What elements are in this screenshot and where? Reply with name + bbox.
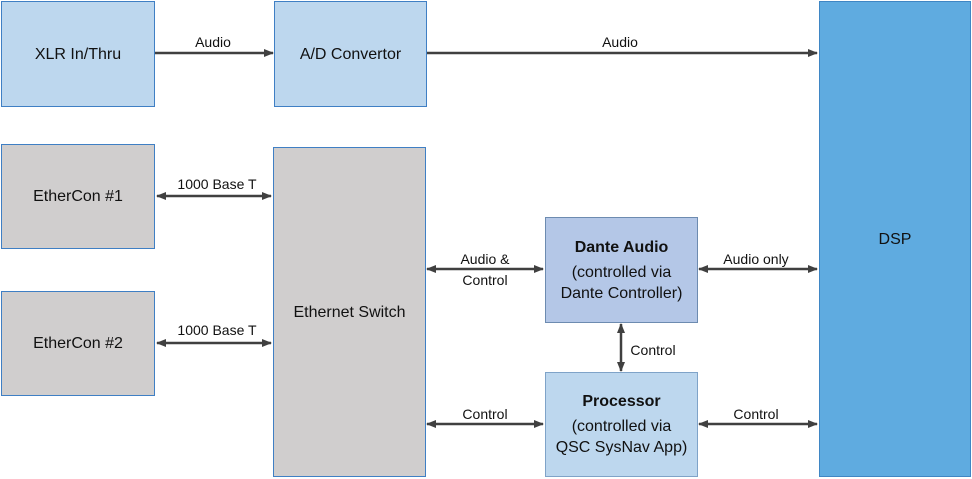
processor-block: Processor (controlled via QSC SysNav App… (545, 372, 698, 477)
link-label-adc-dsp: Audio (602, 34, 638, 50)
processor-title: Processor (582, 393, 661, 410)
ethercon-1-block: EtherCon #1 (1, 144, 155, 249)
dante-subtitle-line2: Dante Controller) (560, 284, 683, 302)
link-label-processor-dsp: Control (733, 406, 779, 422)
ethercon-2-label: EtherCon #2 (33, 335, 123, 352)
link-label-xlr-adc: Audio (195, 34, 231, 50)
link-label-switch-processor: Control (462, 406, 508, 422)
link-label-switch-dante-line1: Audio & (460, 251, 510, 267)
dsp-label: DSP (878, 230, 912, 248)
ethernet-switch-block: Ethernet Switch (273, 147, 426, 477)
dante-title: Dante Audio (574, 238, 669, 256)
ethercon-1-label: EtherCon #1 (33, 188, 123, 205)
link-label-ethercon2: 1000 Base T (177, 322, 257, 338)
switch-label: Ethernet Switch (293, 303, 406, 321)
ad-convertor-block: A/D Convertor (274, 1, 427, 107)
link-label-switch-dante-line2: Control (462, 272, 508, 288)
xlr-in-thru-block: XLR In/Thru (1, 1, 155, 107)
processor-subtitle-line1: (controlled via (571, 418, 672, 435)
link-label-dante-dsp: Audio only (723, 251, 789, 267)
dante-audio-block: Dante Audio (controlled via Dante Contro… (545, 217, 698, 323)
link-label-ethercon1: 1000 Base T (177, 176, 257, 192)
ethercon-2-block: EtherCon #2 (1, 291, 155, 396)
dsp-block: DSP (819, 1, 971, 477)
link-label-dante-processor: Control (630, 342, 676, 358)
xlr-label: XLR In/Thru (34, 45, 122, 63)
processor-subtitle-line2: QSC SysNav App) (555, 439, 688, 456)
adc-label: A/D Convertor (299, 45, 402, 63)
dante-subtitle-line1: (controlled via (571, 263, 672, 281)
